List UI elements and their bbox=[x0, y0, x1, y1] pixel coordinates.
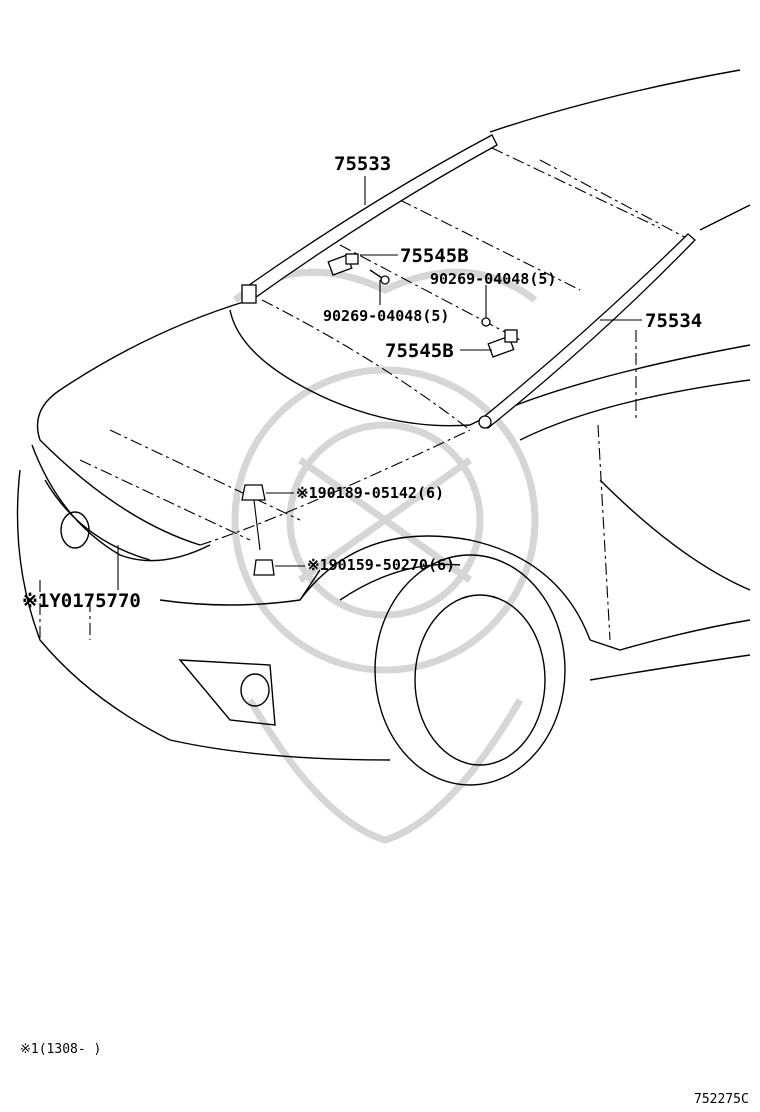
callout-75545b-bottom: 75545B bbox=[385, 340, 454, 362]
leader-lines bbox=[117, 176, 642, 590]
nut-190159[interactable] bbox=[253, 559, 275, 576]
molding-75534[interactable] bbox=[478, 233, 696, 429]
clip-190189[interactable] bbox=[241, 484, 266, 551]
callout-190189: ※190189-05142(6) bbox=[296, 484, 444, 502]
callout-190159: ※190159-50270(6) bbox=[307, 556, 455, 574]
callout-75533: 75533 bbox=[334, 153, 391, 175]
molding-75533[interactable] bbox=[240, 134, 498, 304]
figure-code: 752275C bbox=[694, 1092, 749, 1107]
screw-90269-right[interactable] bbox=[481, 317, 491, 327]
callout-75545b-top: 75545B bbox=[400, 245, 469, 267]
clip-75545b-bottom[interactable] bbox=[487, 329, 518, 358]
callout-y0175770: ※1Y0175770 bbox=[22, 590, 141, 612]
callout-90269-right: 90269-04048(5) bbox=[430, 270, 556, 288]
callout-75534: 75534 bbox=[645, 310, 702, 332]
footnote: ※1(1308- ) bbox=[20, 1042, 101, 1057]
clip-75545b-top[interactable] bbox=[327, 253, 359, 276]
screw-90269-left[interactable] bbox=[369, 269, 390, 285]
callout-labels: 75533 75545B 90269-04048(5) 90269-04048(… bbox=[22, 153, 702, 612]
callout-90269-left: 90269-04048(5) bbox=[323, 307, 449, 325]
